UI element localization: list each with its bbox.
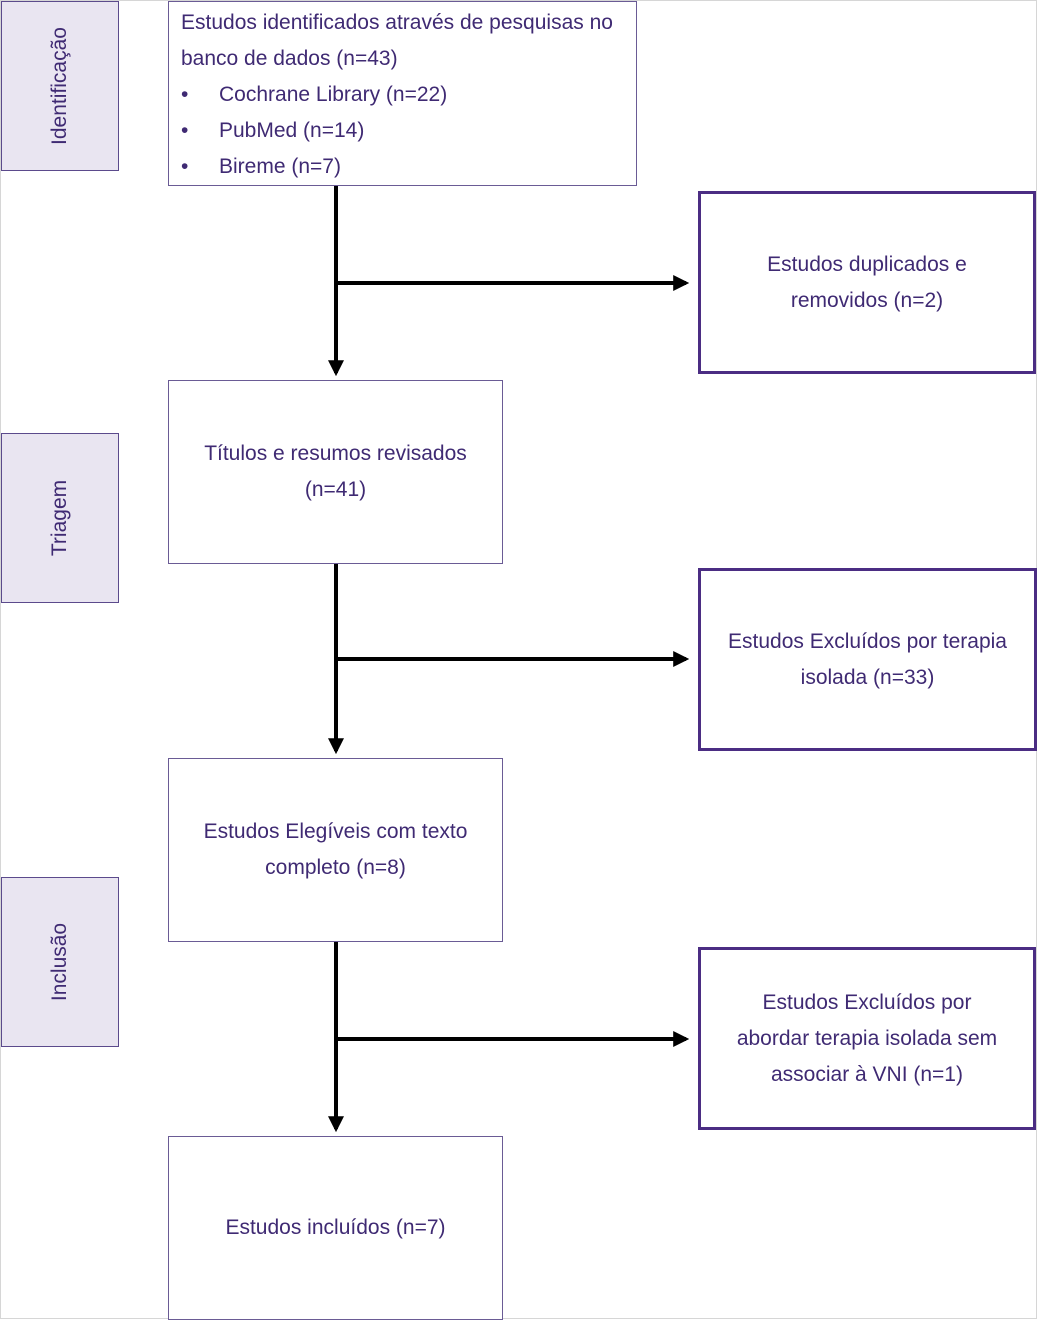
- included-studies-box: Estudos incluídos (n=7): [168, 1136, 503, 1320]
- database-source-list: Cochrane Library (n=22) PubMed (n=14) Bi…: [181, 77, 624, 185]
- eligible-line-1: Estudos Elegíveis com texto: [203, 820, 468, 843]
- excluded-no-vni-line-2: abordar terapia isolada sem: [736, 1026, 998, 1050]
- duplicates-line-2: removidos (n=2): [790, 288, 944, 312]
- screened-line-1: Títulos e resumos revisados: [204, 442, 467, 465]
- excluded-no-vni-line-1: Estudos Excluídos por: [762, 990, 972, 1014]
- included-line-1: Estudos incluídos (n=7): [225, 1216, 446, 1239]
- phase-inclusion: Inclusão: [1, 877, 119, 1047]
- identified-studies-box: Estudos identificados através de pesquis…: [168, 1, 637, 186]
- eligible-full-text-box: Estudos Elegíveis com texto completo (n=…: [168, 758, 503, 942]
- excluded-no-vni-box: Estudos Excluídos por abordar terapia is…: [698, 947, 1036, 1130]
- excluded-no-vni-line-3: associar à VNI (n=1): [770, 1062, 963, 1086]
- source-pubmed: PubMed (n=14): [181, 113, 624, 149]
- screened-box: Títulos e resumos revisados (n=41): [168, 380, 503, 564]
- phase-identification: Identificação: [1, 1, 119, 171]
- identified-studies-title: Estudos identificados através de pesquis…: [181, 11, 613, 70]
- source-bireme: Bireme (n=7): [181, 149, 624, 185]
- excluded-isolated-line-2: isolada (n=33): [800, 665, 935, 689]
- source-cochrane: Cochrane Library (n=22): [181, 77, 624, 113]
- phase-screening: Triagem: [1, 433, 119, 603]
- screened-line-2: (n=41): [304, 478, 367, 501]
- excluded-isolated-line-1: Estudos Excluídos por terapia: [728, 629, 1007, 653]
- excluded-isolated-therapy-box: Estudos Excluídos por terapia isolada (n…: [698, 568, 1037, 751]
- duplicates-removed-box: Estudos duplicados e removidos (n=2): [698, 191, 1036, 374]
- duplicates-line-1: Estudos duplicados e: [767, 252, 967, 276]
- eligible-line-2: completo (n=8): [265, 856, 406, 879]
